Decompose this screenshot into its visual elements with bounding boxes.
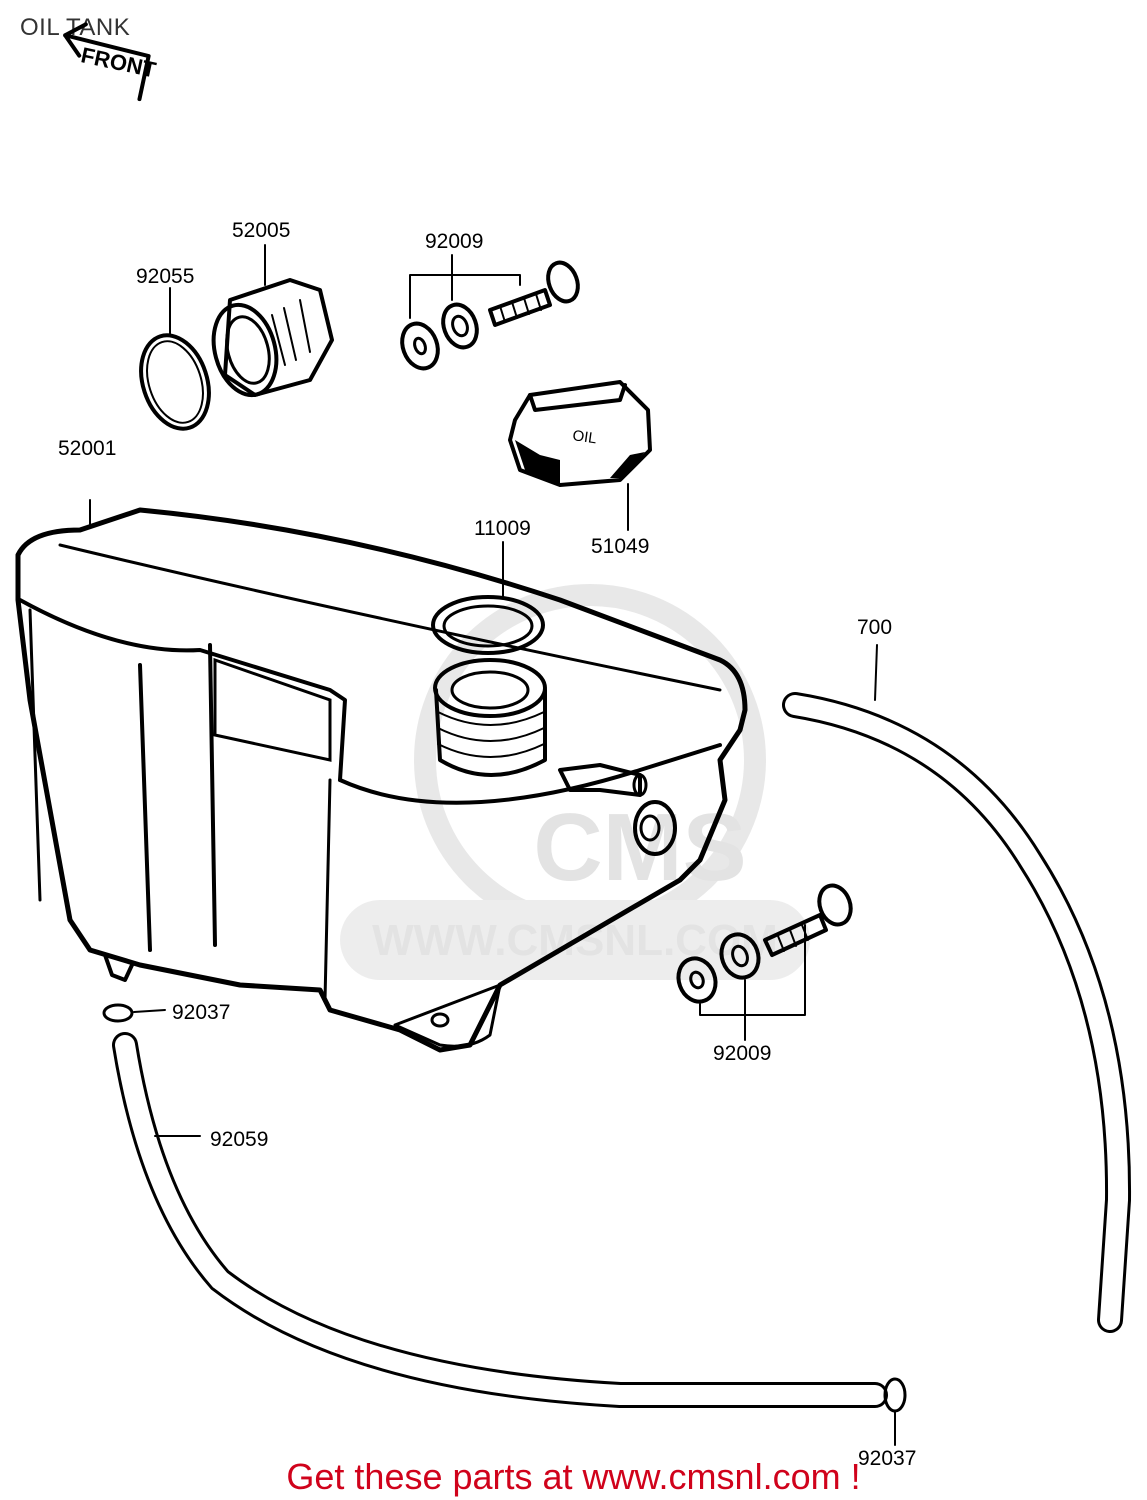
oil-cap-part: OIL — [508, 380, 652, 531]
screw-washers-bottom-part — [676, 883, 853, 1041]
oil-cap-marking: OIL — [571, 427, 597, 447]
screw-washers-top-part — [400, 254, 580, 371]
front-arrow-icon: FRONT — [63, 22, 159, 102]
clamp-top-part — [102, 1003, 166, 1023]
footer-link-text[interactable]: Get these parts at www.cmsnl.com ! — [286, 1456, 861, 1497]
part-labels: 52005 92055 92009 52001 51049 11009 700 … — [58, 219, 916, 1470]
cap-fitting-part — [211, 278, 334, 398]
o-ring-part — [139, 333, 211, 431]
label-700: 700 — [857, 616, 892, 639]
label-92037-bottom: 92037 — [858, 1447, 916, 1470]
label-52001: 52001 — [58, 437, 116, 460]
label-51049: 51049 — [591, 535, 649, 558]
label-52005: 52005 — [232, 219, 290, 242]
label-92059: 92059 — [210, 1128, 268, 1151]
label-92055: 92055 — [136, 265, 194, 288]
label-92009-bottom: 92009 — [713, 1042, 771, 1065]
label-11009: 11009 — [474, 517, 531, 540]
breather-hose-part — [782, 644, 1132, 1333]
oil-tank-part — [15, 499, 748, 1053]
label-92009-top: 92009 — [425, 230, 483, 253]
clamp-bottom-part — [883, 1377, 907, 1446]
leader-lines — [169, 244, 266, 336]
label-92037-top: 92037 — [172, 1001, 230, 1024]
oil-hose-part — [112, 1032, 888, 1408]
gasket-part — [431, 541, 545, 655]
